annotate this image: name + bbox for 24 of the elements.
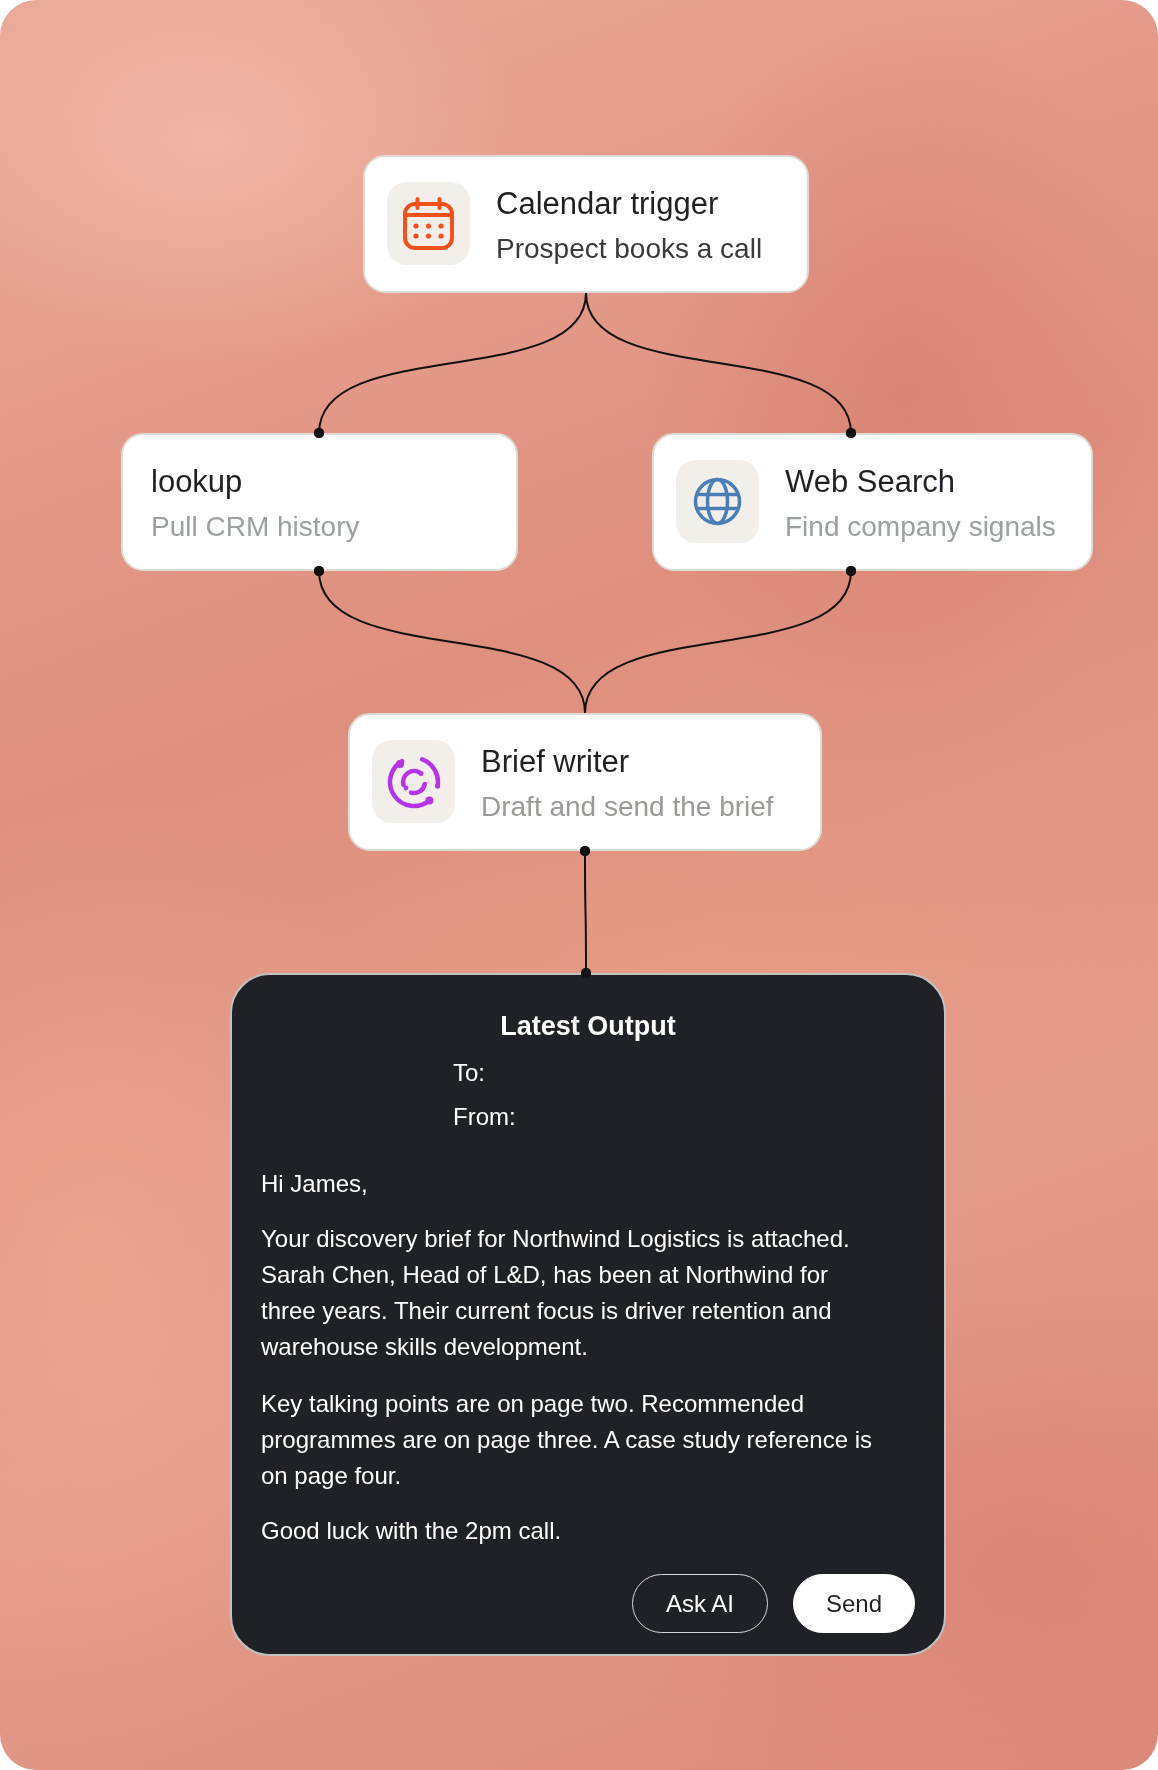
panel-title: Latest Output bbox=[499, 1010, 677, 1043]
node-title: lookup bbox=[151, 464, 243, 500]
step-card bbox=[348, 713, 822, 851]
greeting-text: Hi James, bbox=[261, 1169, 368, 1199]
node-subtitle: Prospect books a call bbox=[496, 232, 763, 266]
send-button: Send bbox=[793, 1574, 915, 1633]
node-subtitle: Find company signals bbox=[785, 510, 1056, 544]
node-title: Calendar trigger bbox=[496, 186, 719, 222]
node-title: Brief writer bbox=[481, 744, 630, 780]
step-card bbox=[652, 433, 1093, 571]
body-paragraph: Key talking points are on page two. Recommended programmes are on page three. A case study reference is on page four. bbox=[261, 1389, 873, 1491]
sender-label: From: bbox=[453, 1102, 516, 1132]
node-subtitle: Pull CRM history bbox=[151, 510, 360, 544]
closing-text: Good luck with the 2pm call. bbox=[261, 1516, 562, 1546]
node-title: Web Search bbox=[785, 464, 955, 500]
recipient-label: To: bbox=[453, 1058, 485, 1088]
node-subtitle: Draft and send the brief bbox=[481, 790, 774, 824]
output-panel bbox=[230, 973, 946, 1656]
connector bbox=[584, 565, 857, 714]
body-paragraph: Your discovery brief for Northwind Logistics is attached. Sarah Chen, Head of L&D, has been at Northwind for three years. Their current focus is driver retention and warehouse skills development. bbox=[261, 1224, 851, 1362]
step-card bbox=[121, 433, 518, 571]
step-card bbox=[363, 155, 809, 293]
connector bbox=[579, 845, 592, 979]
connector bbox=[585, 292, 857, 439]
